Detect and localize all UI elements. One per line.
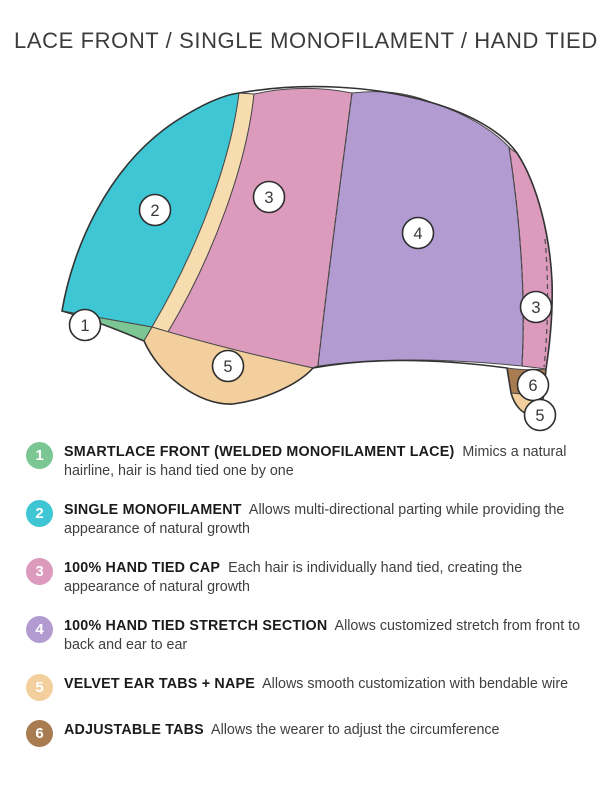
legend-item-title: SINGLE MONOFILAMENT — [64, 502, 242, 518]
legend-item-text: 100% HAND TIED STRETCH SECTION Allows cu… — [64, 615, 600, 655]
cap-outline — [61, 85, 553, 416]
legend-item-desc: Each hair is individually hand tied, cre… — [64, 560, 523, 595]
marker-2-single-monofilament: 2 — [138, 193, 172, 227]
legend-item-title: VELVET EAR TABS + NAPE — [64, 676, 255, 692]
marker-3-hand-tied-cap-front: 3 — [252, 180, 286, 214]
legend-item-title: 100% HAND TIED STRETCH SECTION — [64, 618, 328, 634]
marker-3-hand-tied-cap-back: 3 — [519, 290, 553, 324]
marker-circle — [401, 216, 435, 250]
legend-badge-6: 6 — [26, 720, 53, 747]
legend-item-desc: Allows smooth customization with bendabl… — [262, 676, 569, 692]
marker-circle — [68, 308, 102, 342]
marker-circle — [519, 290, 553, 324]
legend-item-desc: Allows multi-directional parting while p… — [64, 502, 565, 537]
legend-item-smartlace-front: 1 SMARTLACE FRONT (WELDED MONOFILAMENT L… — [26, 441, 600, 481]
marker-4-stretch-section: 4 — [401, 216, 435, 250]
legend-badge-5: 5 — [26, 674, 53, 701]
cap-diagram-svg: 1 2 3 4 3 5 6 — [61, 85, 557, 432]
marker-number: 2 — [150, 202, 159, 220]
marker-number: 3 — [531, 299, 540, 317]
marker-number: 1 — [80, 317, 89, 335]
marker-5-velvet-nape: 5 — [523, 398, 557, 432]
legend-item-text: SMARTLACE FRONT (WELDED MONOFILAMENT LAC… — [64, 441, 600, 481]
page-title: LACE FRONT / SINGLE MONOFILAMENT / HAND … — [14, 28, 598, 53]
legend-item-title: SMARTLACE FRONT (WELDED MONOFILAMENT LAC… — [64, 444, 455, 460]
marker-6-adjustable-tab: 6 — [516, 368, 550, 402]
marker-number: 4 — [413, 225, 422, 243]
legend-badge-1: 1 — [26, 442, 53, 469]
legend-item-text: 100% HAND TIED CAP Each hair is individu… — [64, 557, 600, 597]
legend-item-title: ADJUSTABLE TABS — [64, 722, 204, 738]
marker-circle — [252, 180, 286, 214]
seam-back-dashed-line — [508, 146, 524, 367]
legend-item-hand-tied-cap: 3 100% HAND TIED CAP Each hair is indivi… — [26, 557, 600, 597]
marker-circle — [138, 193, 172, 227]
legend: 1 SMARTLACE FRONT (WELDED MONOFILAMENT L… — [26, 441, 600, 765]
legend-item-desc: Allows the wearer to adjust the circumfe… — [211, 722, 500, 738]
marker-number: 5 — [223, 358, 232, 376]
marker-circle — [523, 398, 557, 432]
legend-badge-4: 4 — [26, 616, 53, 643]
legend-item-title: 100% HAND TIED CAP — [64, 560, 221, 576]
legend-item-adjustable-tabs: 6 ADJUSTABLE TABS Allows the wearer to a… — [26, 719, 600, 747]
legend-item-desc: Mimics a natural hairline, hair is hand … — [64, 444, 567, 479]
legend-item-text: SINGLE MONOFILAMENT Allows multi-directi… — [64, 499, 600, 539]
marker-circle — [211, 349, 245, 383]
cap-diagram: 1 2 3 4 3 5 6 — [0, 78, 612, 440]
legend-badge-3: 3 — [26, 558, 53, 585]
legend-item-single-monofilament: 2 SINGLE MONOFILAMENT Allows multi-direc… — [26, 499, 600, 539]
marker-5-velvet-ear-tab: 5 — [211, 349, 245, 383]
legend-item-desc: Allows customized stretch from front to … — [64, 618, 581, 653]
marker-number: 6 — [528, 377, 537, 395]
marker-1-smartlace-front: 1 — [68, 308, 102, 342]
legend-badge-2: 2 — [26, 500, 53, 527]
marker-number: 3 — [264, 189, 273, 207]
legend-item-text: ADJUSTABLE TABS Allows the wearer to adj… — [64, 719, 500, 740]
marker-number: 5 — [535, 407, 544, 425]
legend-item-stretch-section: 4 100% HAND TIED STRETCH SECTION Allows … — [26, 615, 600, 655]
legend-item-text: VELVET EAR TABS + NAPE Allows smooth cus… — [64, 673, 568, 694]
legend-item-velvet-ear-tabs: 5 VELVET EAR TABS + NAPE Allows smooth c… — [26, 673, 600, 701]
